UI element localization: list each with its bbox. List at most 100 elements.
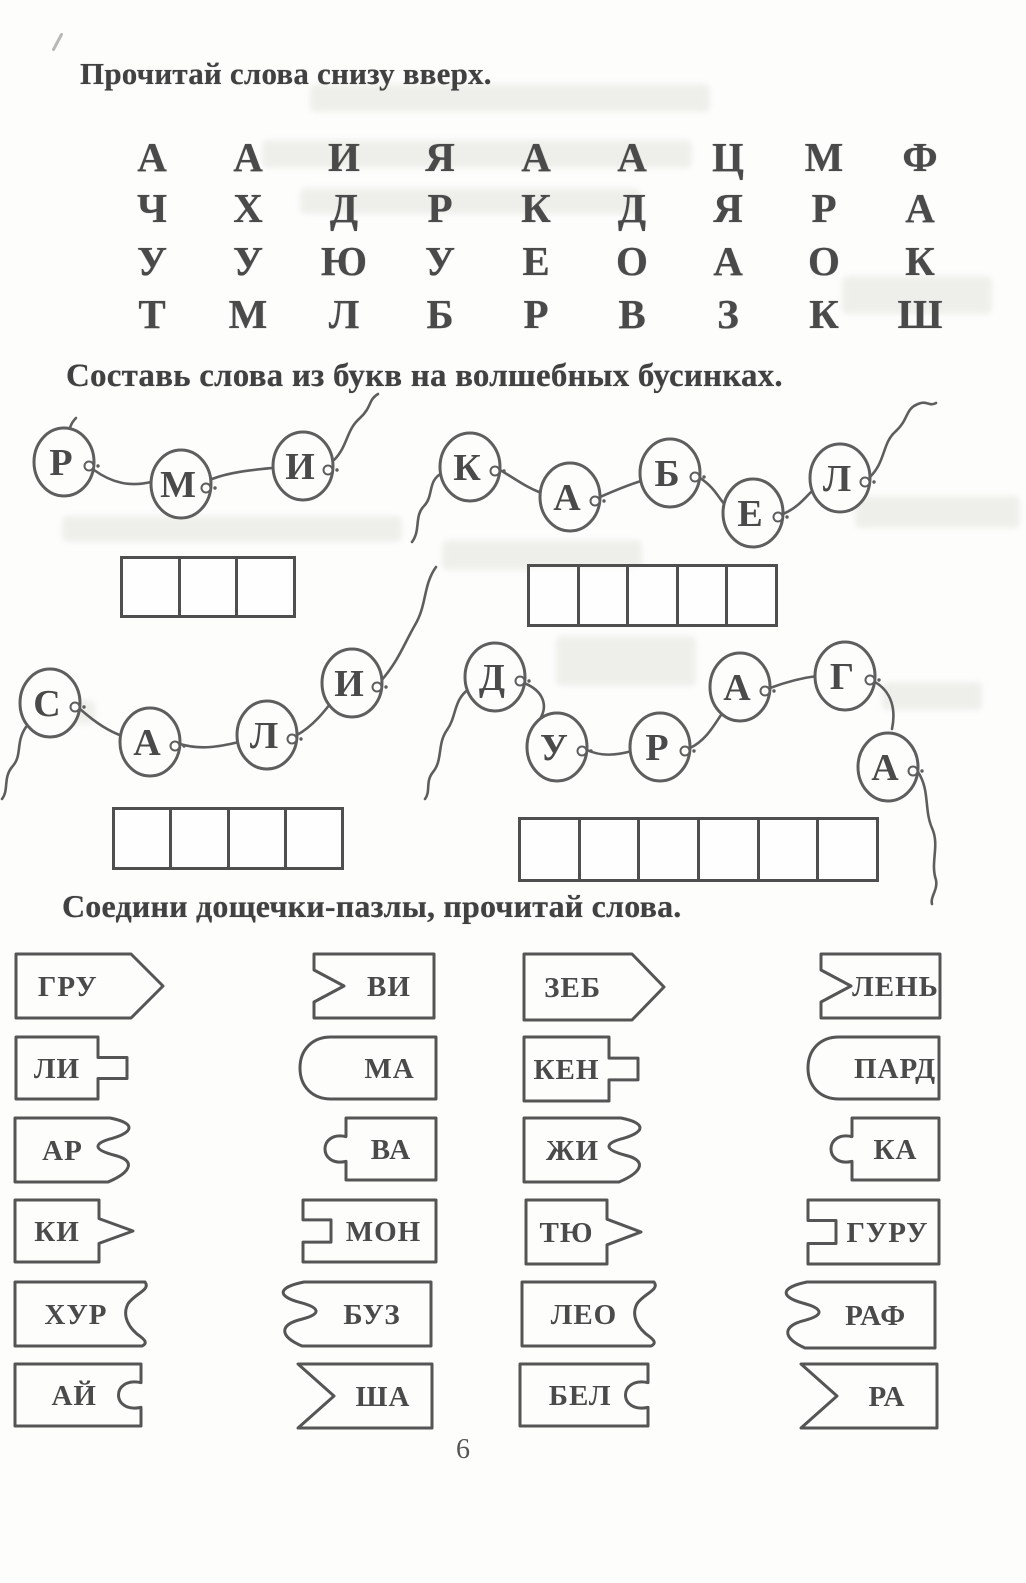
answer-cell [230,810,287,867]
grid-letter: К [521,185,551,231]
grid-letter: А [713,238,743,284]
answer-box [120,556,296,618]
puzzle-piece: ЖИ [522,1116,642,1184]
answer-cell [819,820,876,879]
page-number: 6 [456,1434,470,1465]
bead-string [178,740,241,749]
grid-letter: У [232,238,264,284]
puzzle-piece: АР [13,1116,131,1184]
bead-string [585,748,634,756]
bead: А [708,651,776,723]
bead-letter: И [334,663,364,705]
bead-letter: Р [645,727,668,769]
bead-string [423,687,471,801]
bead-string [410,471,444,544]
bead-letter: Г [830,656,854,698]
bead-string [916,770,938,906]
puzzle-piece-label: БЕЛ [549,1380,612,1412]
answer-cell [181,559,239,615]
bead-string [332,392,380,462]
puzzle-piece: ВИ [312,952,436,1020]
print-bleed-artifact [855,496,1020,528]
answer-cell [115,810,173,867]
puzzle-piece-label: АР [42,1135,83,1167]
puzzle-piece-label: ЛИ [34,1053,80,1085]
puzzle-piece: ХУР [13,1280,148,1348]
answer-cell [172,810,230,867]
grid-letter: В [618,291,646,337]
bead: А [118,706,186,778]
bead: Р [628,711,696,783]
answer-cell [238,559,293,615]
puzzle-piece-label: ЛЕНЬ [852,971,939,1003]
puzzle-piece-label: ЗЕБ [544,972,601,1004]
answer-cell [581,820,641,879]
bead: А [856,731,924,803]
puzzle-piece: ЛЕНЬ [819,952,942,1020]
puzzle-piece-label: КА [874,1134,918,1166]
puzzle-piece: КА [829,1116,941,1182]
puzzle-piece-label: МОН [346,1216,422,1248]
bead-letter: М [160,464,196,506]
puzzle-piece-label: ВА [371,1134,411,1166]
bead-string [698,476,727,507]
bead: Б [638,437,706,509]
print-bleed-artifact [40,700,95,724]
puzzle-piece-label: МА [364,1053,414,1085]
puzzle-piece-label: ГУРУ [846,1217,928,1249]
bead-string [378,565,438,684]
puzzle-piece: КЕН [522,1035,640,1103]
puzzle-piece: ЗЕБ [522,952,666,1022]
puzzle-piece-label: КЕН [534,1054,600,1086]
bead-letter: Р [49,442,72,484]
bead-string [768,674,819,690]
bead-letter: Л [823,458,851,500]
grid-letter: А [521,134,551,180]
bead-string [781,490,813,516]
bead: Д [463,641,531,713]
grid-letter: А [137,134,167,180]
puzzle-piece-label: ГРУ [38,971,98,1003]
puzzle-piece: РА [799,1362,939,1430]
bead-letter: Л [250,715,278,757]
puzzle-piece-label: ЛЕО [551,1299,618,1331]
grid-letter: Е [522,238,550,284]
grid-letter: А [905,185,935,231]
answer-cell [521,820,581,879]
print-bleed-artifact [310,84,710,112]
grid-letter: Р [811,185,837,231]
grid-letter: К [905,238,935,284]
grid-letter: О [616,238,648,284]
grid-letter: З [717,291,739,337]
grid-letter: И [328,134,360,180]
grid-letter: К [809,291,839,337]
answer-cell [629,567,679,624]
grid-letter: Я [713,185,743,231]
bead-string [34,416,78,458]
puzzle-piece: ЛИ [14,1035,129,1101]
print-bleed-artifact [556,636,696,686]
grid-letter: Ф [902,134,938,180]
bead: У [525,711,593,783]
puzzle-piece-label: ХУР [45,1299,108,1331]
bead-string [92,468,153,486]
bead-letter: К [453,447,481,489]
grid-letter: Х [233,185,263,231]
puzzle-piece: ТЮ [524,1198,643,1266]
answer-box [527,564,778,627]
answer-cell [530,567,580,624]
grid-letter: М [804,134,844,180]
puzzle-piece: ША [296,1362,434,1430]
bead-letter: Д [479,657,505,699]
bead-letter: И [285,446,315,488]
puzzle-piece-label: ЖИ [546,1135,599,1167]
puzzle-piece-label: ПАРД [854,1053,936,1085]
bead-string [598,479,643,499]
grid-letter: Д [329,185,359,231]
print-bleed-artifact [842,276,992,314]
answer-cell [640,820,701,879]
bead-letter: У [540,727,568,769]
puzzle-piece-label: РАФ [845,1300,906,1332]
puzzle-piece: МОН [301,1198,438,1264]
